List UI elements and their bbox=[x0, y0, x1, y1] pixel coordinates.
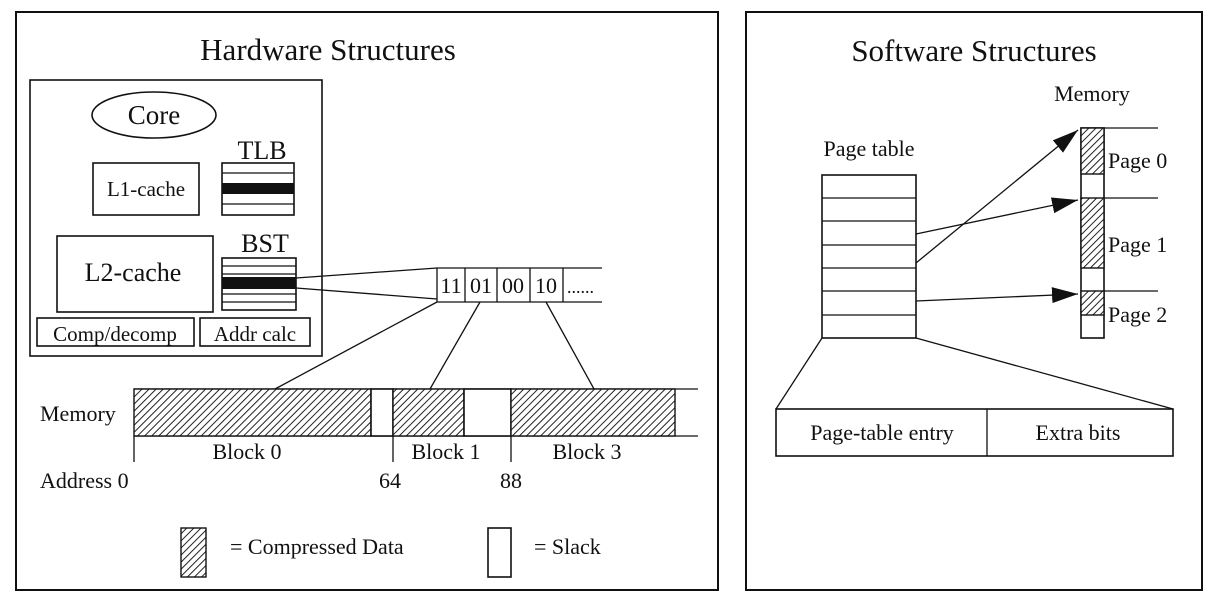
addr-calc-label: Addr calc bbox=[214, 322, 296, 346]
legend-compressed-label: = Compressed Data bbox=[230, 534, 404, 559]
tlb-label: TLB bbox=[237, 136, 286, 165]
bst-zoom-line-bottom bbox=[295, 287, 438, 300]
pointer-page-2 bbox=[915, 287, 1079, 304]
hw-memory-label: Memory bbox=[40, 401, 116, 426]
address-value: 64 bbox=[379, 468, 401, 493]
block-label: Block 3 bbox=[552, 439, 621, 464]
bst-label: BST bbox=[241, 229, 289, 258]
page-label: Page 1 bbox=[1108, 232, 1167, 257]
address-label: Address 0 bbox=[40, 468, 129, 493]
addr-calc-box bbox=[199, 317, 311, 347]
comp-decomp-box bbox=[36, 317, 195, 347]
compressed-segment bbox=[1080, 127, 1105, 175]
pointer-block-0 bbox=[274, 301, 438, 390]
core-label: Core bbox=[128, 100, 181, 130]
page-table-label: Page table bbox=[823, 136, 914, 161]
page-label: Page 2 bbox=[1108, 302, 1167, 327]
entry-zoom-line-left bbox=[775, 337, 823, 410]
legend-slack-label: = Slack bbox=[534, 534, 601, 559]
core-ellipse bbox=[91, 91, 217, 139]
entry-field-label: Extra bits bbox=[1036, 420, 1121, 445]
slack-segment bbox=[463, 388, 512, 437]
compressed-segment bbox=[1080, 197, 1105, 269]
entry-zoom-line-right bbox=[915, 337, 1174, 410]
sw-memory-label: Memory bbox=[1054, 81, 1130, 106]
compressed-segment bbox=[510, 388, 676, 437]
compressed-segment bbox=[392, 388, 465, 437]
page-table-entry-breakdown bbox=[775, 408, 1174, 457]
entry-field-label: Page-table entry bbox=[810, 420, 954, 445]
legend: = Compressed Data = Slack bbox=[180, 527, 601, 578]
hardware-panel: Hardware Structures Core TLB L1-cache BS… bbox=[15, 11, 719, 591]
pointer-page-1 bbox=[915, 197, 1079, 235]
software-title: Software Structures bbox=[851, 33, 1096, 68]
bst-entry-ellipsis: ...... bbox=[567, 277, 594, 297]
bst-zoom-line-top bbox=[295, 267, 438, 279]
pointer-block-3 bbox=[545, 301, 595, 390]
bst-entry-field: 11 bbox=[440, 273, 461, 298]
bst-entry: 11 01 00 10 ...... bbox=[436, 267, 602, 303]
slack-segment bbox=[370, 388, 394, 437]
software-panel: Software Structures Memory Page table Pa… bbox=[745, 11, 1203, 591]
legend-slack-swatch bbox=[487, 527, 512, 578]
l2-cache-box bbox=[56, 235, 214, 313]
bst-entry-field: 00 bbox=[502, 273, 524, 298]
memory-strip bbox=[133, 388, 698, 462]
page-table bbox=[821, 174, 917, 339]
address-value: 88 bbox=[500, 468, 522, 493]
block-label: Block 1 bbox=[411, 439, 480, 464]
block-label: Block 0 bbox=[212, 439, 281, 464]
pointer-page-0 bbox=[915, 129, 1079, 264]
pointer-block-1 bbox=[429, 301, 481, 390]
bst-table bbox=[221, 257, 297, 311]
compressed-segment bbox=[1080, 290, 1105, 316]
tlb-table bbox=[221, 162, 295, 216]
software-panel-frame bbox=[745, 11, 1203, 591]
comp-decomp-label: Comp/decomp bbox=[53, 322, 177, 346]
bst-entry-field: 10 bbox=[535, 273, 557, 298]
hardware-title: Hardware Structures bbox=[200, 32, 456, 67]
compressed-segment bbox=[133, 388, 372, 437]
page-label: Page 0 bbox=[1108, 148, 1167, 173]
legend-compressed-swatch bbox=[180, 527, 207, 578]
l2-cache-label: L2-cache bbox=[85, 258, 182, 287]
page-memory-column bbox=[1080, 127, 1158, 339]
l1-cache-box bbox=[92, 162, 200, 216]
bst-entry-field: 01 bbox=[470, 273, 492, 298]
l1-cache-label: L1-cache bbox=[107, 177, 185, 201]
